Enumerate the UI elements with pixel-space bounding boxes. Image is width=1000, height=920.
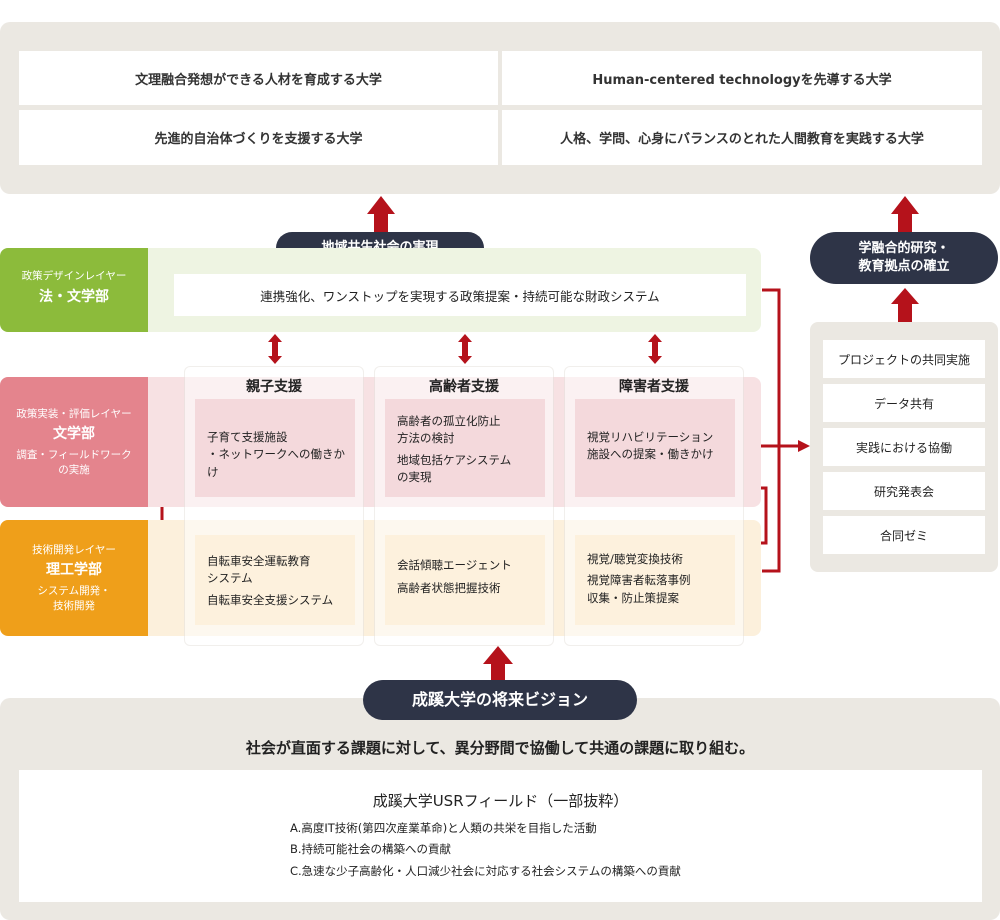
evaluation-layer-name: 政策実装・評価レイヤー (16, 408, 132, 421)
collab-item-data-sharing: データ共有 (823, 384, 985, 422)
double-arrow-2 (458, 334, 472, 364)
eval-box-parenting: 子育て支援施設 ・ネットワークへの働きかけ (195, 399, 355, 497)
tech-box-disability: 視覚/聴覚変換技術 視覚障害者転落事例 収集・防止策提案 (575, 535, 735, 625)
research-pill-line2: 教育拠点の確立 (858, 259, 950, 274)
tech-layer-dept: 理工学部 (46, 562, 102, 579)
research-pill-line1: 学融合的研究・ (858, 240, 950, 256)
tech-layer-name: 技術開発レイヤー (32, 544, 116, 557)
usr-title: 成蹊大学USRフィールド（一部抜粋） (372, 792, 629, 810)
usr-box (19, 770, 982, 902)
tech-layer-label: 技術開発レイヤー 理工学部 システム開発・ 技術開発 (0, 520, 148, 636)
double-arrow-1 (268, 334, 282, 364)
collab-item-joint-project: プロジェクトの共同実施 (823, 340, 985, 378)
tech-line: 自転車安全支援システム (207, 592, 334, 607)
vision-headline: 社会が直面する課題に対して、異分野間で協働して共通の課題に取り組む。 (245, 739, 755, 757)
eval-line: 子育て支援施設 (207, 430, 288, 444)
policy-layer-label: 政策デザインレイヤー 法・文学部 (0, 248, 148, 332)
eval-line: 施設への提案・働きかけ (587, 447, 714, 462)
collab-item-practice: 実践における協働 (823, 428, 985, 466)
usr-item-a: A.高度IT技術(第四次産業革命)と人類の共栄を目指した活動 (290, 821, 597, 835)
policy-content-box: 連携強化、ワンストップを実現する政策提案・持続可能な財政システム (174, 274, 746, 316)
column-title-disability: 障害者支援 (619, 379, 689, 395)
evaluation-layer-label: 政策実装・評価レイヤー 文学部 調査・フィールドワーク の実施 (0, 377, 148, 507)
evaluation-layer-sub2: の実施 (58, 463, 90, 476)
eval-line: 高齢者の孤立化防止 (397, 414, 501, 428)
usr-item-c: C.急速な少子高齢化・人口減少社会に対応する社会システムの構築への貢献 (290, 863, 681, 878)
tech-line: 会話傾聴エージェント (397, 558, 512, 572)
eval-line: 視覚リハビリテーション (587, 430, 714, 444)
tech-line: 高齢者状態把握技術 (397, 581, 501, 596)
eval-box-disability: 視覚リハビリテーション 施設への提案・働きかけ (575, 399, 735, 497)
tech-line: 視覚障害者転落事例 (587, 573, 691, 588)
tech-box-parenting: 自転車安全運転教育 システム 自転車安全支援システム (195, 535, 355, 625)
up-arrow-research-bottom (891, 288, 919, 322)
up-arrow-research-top (891, 196, 919, 232)
evaluation-layer-dept: 文学部 (53, 426, 95, 443)
goal-1: 文理融合発想ができる人材を育成する大学 (19, 51, 498, 105)
evaluation-layer-sub1: 調査・フィールドワーク (16, 449, 132, 462)
eval-line: ・ネットワークへの働きかけ (207, 447, 345, 479)
goal-3: 先進的自治体づくりを支援する大学 (19, 110, 498, 165)
eval-line: の実現 (397, 469, 432, 484)
column-title-parenting: 親子支援 (246, 379, 302, 395)
goals-panel (0, 22, 1000, 194)
tech-line: 視覚/聴覚変換技術 (587, 552, 683, 566)
up-arrow-vision (483, 646, 513, 680)
arrowhead-side (798, 440, 810, 452)
policy-layer-dept: 法・文学部 (39, 288, 109, 305)
eval-line: 方法の検討 (397, 431, 455, 446)
tech-layer-sub2: 技術開発 (53, 599, 95, 612)
eval-line: 地域包括ケアシステム (397, 452, 512, 467)
collab-item-joint-seminar: 合同ゼミ (823, 516, 985, 554)
column-title-elderly: 高齢者支援 (429, 379, 499, 395)
tech-box-elderly: 会話傾聴エージェント 高齢者状態把握技術 (385, 535, 545, 625)
research-pill: 学融合的研究・ 教育拠点の確立 (810, 232, 998, 284)
up-arrow-community (367, 196, 395, 234)
tech-line: 自転車安全運転教育 (207, 554, 311, 568)
double-arrow-3 (648, 334, 662, 364)
tech-line: 収集・防止策提案 (587, 590, 679, 605)
eval-box-elderly: 高齢者の孤立化防止 方法の検討 地域包括ケアシステム の実現 (385, 399, 545, 497)
tech-line: システム (207, 571, 253, 586)
goal-2: Human-centered technologyを先導する大学 (502, 51, 982, 105)
collab-item-research-presentation: 研究発表会 (823, 472, 985, 510)
vision-pill: 成蹊大学の将来ビジョン (363, 680, 637, 720)
goal-4: 人格、学問、心身にバランスのとれた人間教育を実践する大学 (502, 110, 982, 165)
tech-layer-sub1: システム開発・ (37, 585, 111, 598)
usr-list: A.高度IT技術(第四次産業革命)と人類の共栄を目指した活動 B.持続可能社会の… (290, 818, 890, 882)
usr-item-b: B.持続可能社会の構築への貢献 (290, 842, 452, 857)
policy-layer-name: 政策デザインレイヤー (21, 270, 127, 283)
connector-policy (762, 288, 781, 573)
